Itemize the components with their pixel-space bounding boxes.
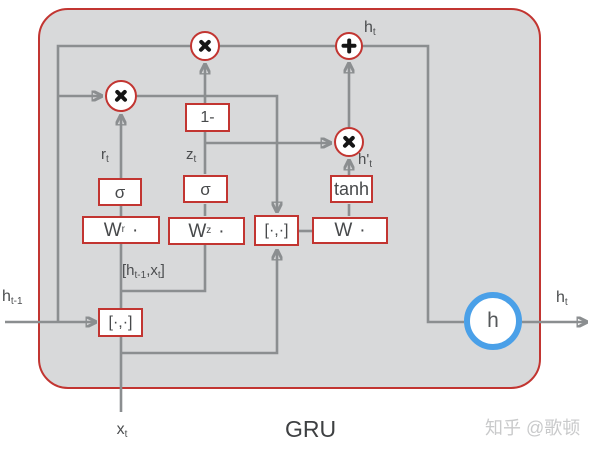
weight-box: W· [312, 217, 388, 244]
one-minus-box: 1- [185, 103, 230, 132]
weight-r-base: W [103, 219, 122, 241]
wire-xt-to-concat-mid [121, 252, 277, 355]
label-ht-top: ht [364, 20, 376, 38]
hidden-state-label: h [487, 309, 499, 332]
wire-main-loop [56, 44, 464, 324]
sigma-r-box: σ [98, 178, 142, 206]
weight-z-base: W [188, 220, 207, 242]
wire-wz-elbow [121, 245, 207, 293]
label-z-gate: zt [186, 147, 196, 165]
wire-rmul-to-concat-mid [137, 94, 277, 210]
concat-input-box-label: [·,·] [108, 313, 133, 331]
plus-icon [341, 38, 357, 54]
label-h-prev-sub: t-1 [10, 296, 23, 307]
label-x-input: xt [107, 422, 137, 440]
sigma-z-label: σ [200, 179, 211, 199]
concat-input-p2: ,x [146, 262, 158, 279]
multiply-node-candidate [334, 127, 364, 157]
label-h-candidate: h't [358, 152, 372, 170]
label-ht-top-sub: t [372, 27, 376, 38]
weight-r-sub: r [121, 224, 125, 235]
add-node [335, 32, 363, 60]
hidden-state-node: h [464, 292, 522, 350]
concat-input-s1: t-1 [134, 270, 147, 281]
watermark: 知乎 @歌顿 [485, 418, 581, 438]
concat-input-box: [·,·] [98, 308, 143, 337]
concat-input-s2: t [157, 270, 161, 281]
multiply-node-reset [105, 80, 137, 112]
multiply-icon [197, 38, 213, 54]
label-z-gate-base: z [186, 146, 194, 163]
tanh-box: tanh [330, 175, 373, 203]
label-x-input-base: x [116, 421, 125, 438]
one-minus-label: 1- [200, 108, 215, 126]
label-r-gate-base: r [101, 146, 106, 163]
label-h-candidate-base: h' [358, 151, 370, 168]
label-ht-right-sub: t [564, 297, 568, 308]
label-concat-input: [ht-1,xt] [122, 263, 165, 281]
weight-base: W [334, 220, 353, 241]
multiply-node-top [190, 31, 220, 61]
concat-input-p3: ] [160, 262, 165, 279]
weight-z-dot: · [218, 220, 225, 242]
label-x-input-sub: t [124, 429, 128, 440]
diagram-title: GRU [285, 416, 337, 442]
sigma-z-box: σ [183, 175, 228, 203]
label-ht-right: ht [556, 290, 568, 308]
label-r-gate-sub: t [106, 154, 109, 165]
multiply-icon [113, 88, 129, 104]
concat-mid-label: [·,·] [264, 221, 289, 239]
weight-dot: · [359, 220, 366, 241]
label-ht-right-base: h [556, 289, 565, 306]
label-h-candidate-sub: t [369, 159, 372, 170]
sigma-r-label: σ [114, 182, 126, 202]
weight-z-sub: z [206, 225, 212, 236]
label-h-prev-base: h [2, 288, 11, 305]
label-ht-top-base: h [364, 19, 373, 36]
label-h-prev: ht-1 [2, 289, 23, 307]
tanh-label: tanh [333, 179, 370, 199]
concat-input-p1: [h [122, 262, 135, 279]
label-r-gate: rt [101, 147, 109, 165]
label-z-gate-sub: t [193, 154, 197, 165]
weight-r-dot: · [131, 219, 139, 241]
concat-mid-box: [·,·] [254, 215, 299, 246]
multiply-icon [341, 134, 357, 150]
